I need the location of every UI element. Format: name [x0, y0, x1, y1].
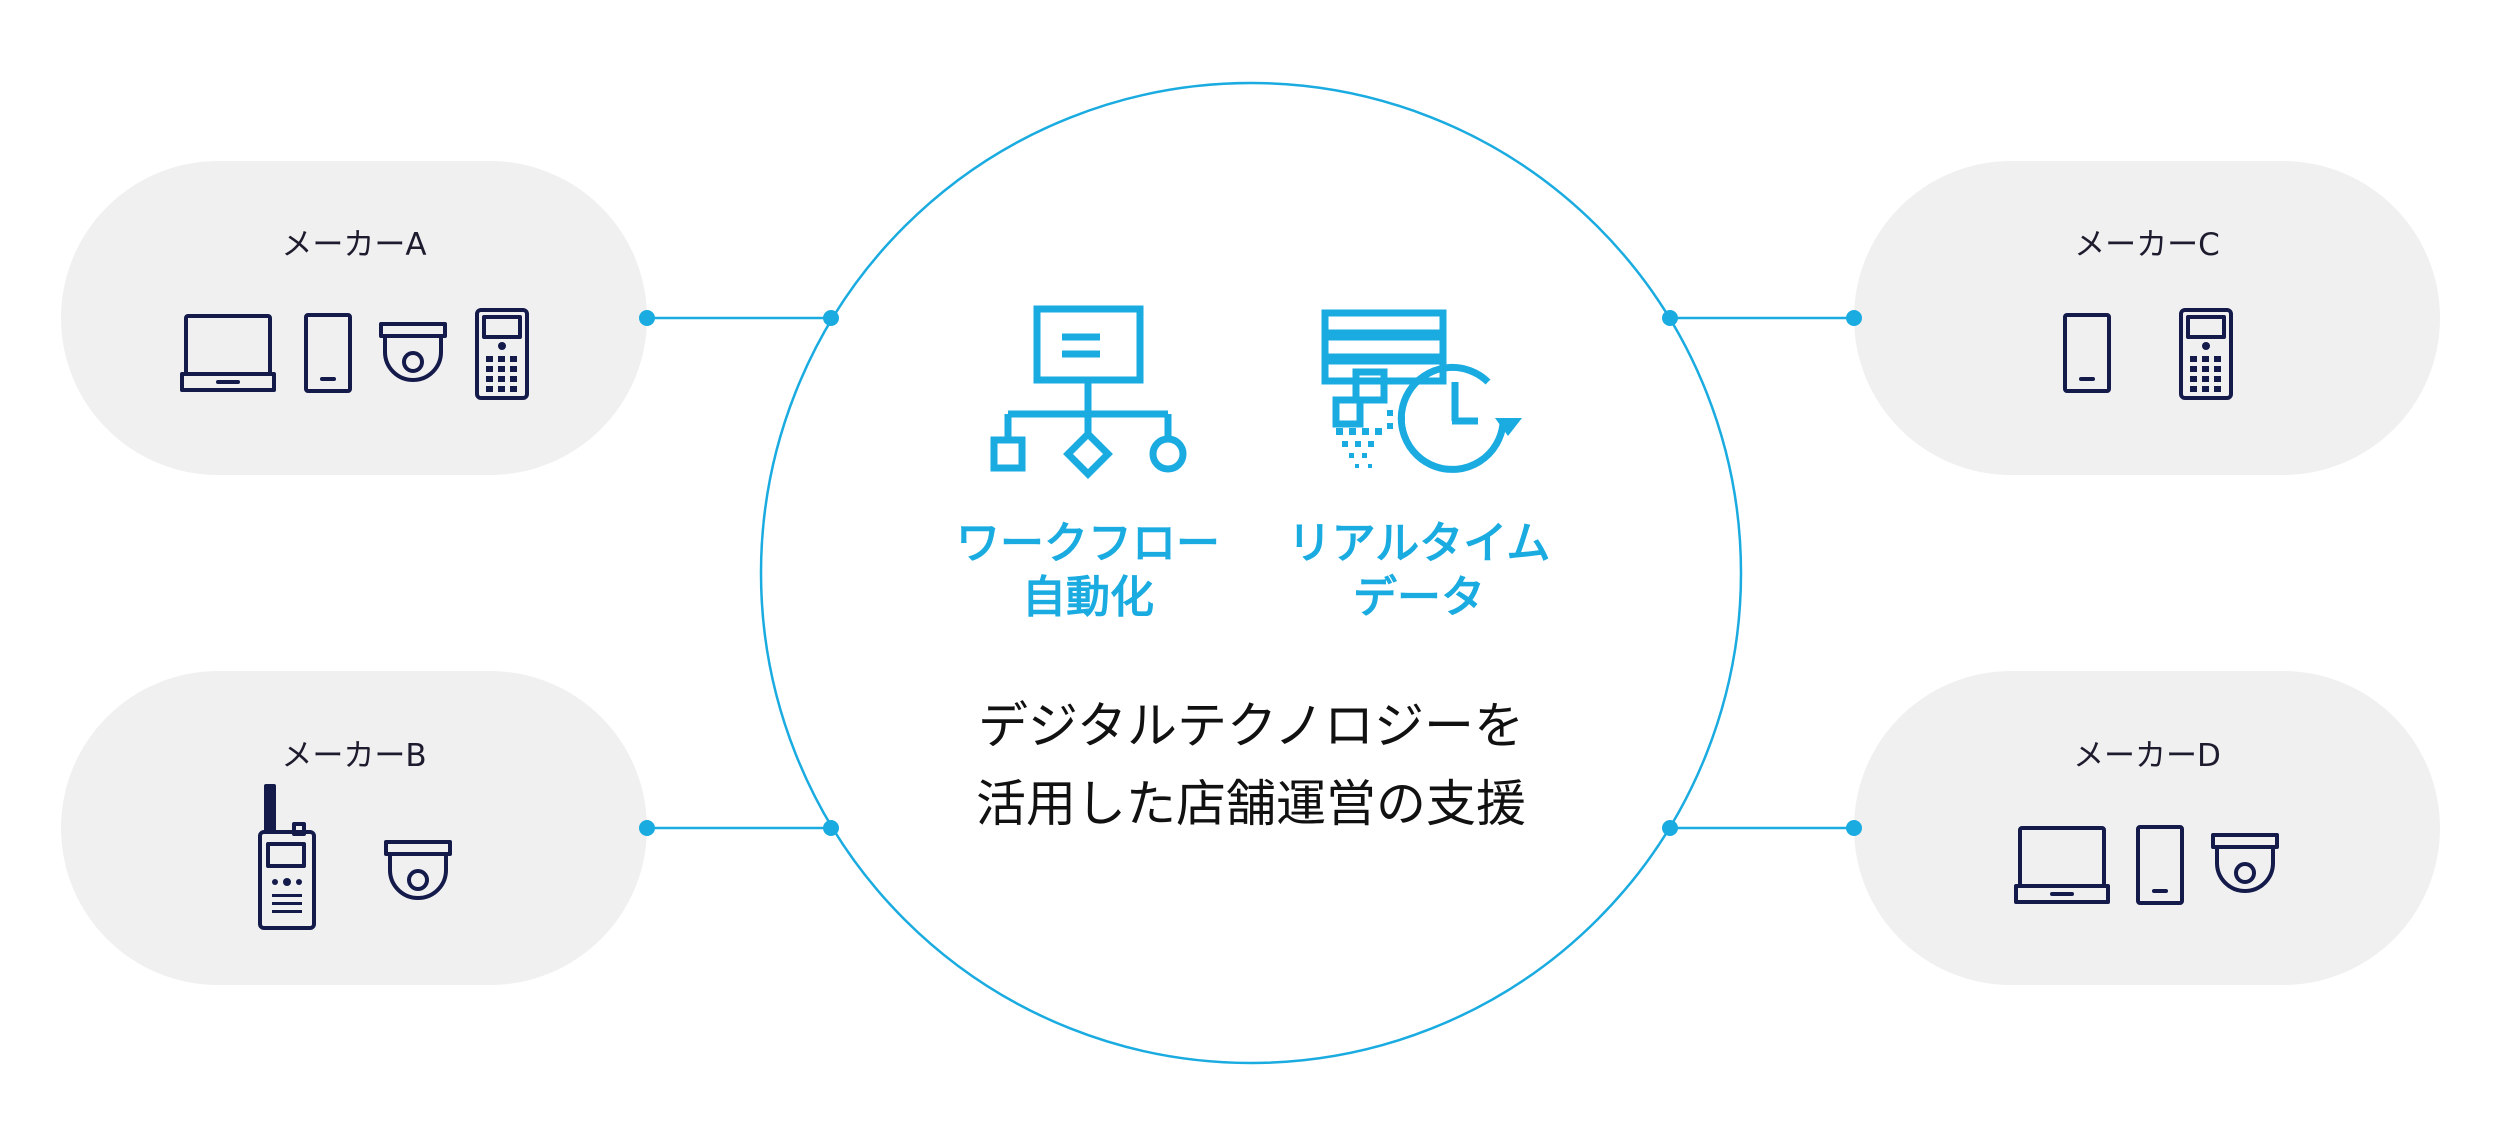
connector-dots [639, 310, 1862, 836]
workflow-icon [990, 305, 1187, 479]
center-text-line1: デジタルテクノロジーを [978, 697, 1524, 755]
maker-pill-a: メーカーA [61, 161, 647, 475]
feature-label-workflow-line1: ワークフロー [956, 518, 1220, 569]
connector-dot [823, 820, 839, 836]
maker-label: メーカーB [281, 738, 426, 774]
connector-dot [1846, 310, 1862, 326]
connector-dot [639, 310, 655, 326]
center-circle [759, 81, 1743, 1065]
maker-pill-b: メーカーB [61, 671, 647, 985]
pill-background [1854, 161, 2440, 475]
maker-pill-c: メーカーC [1854, 161, 2440, 475]
pill-background [61, 161, 647, 475]
connector-dot [1662, 310, 1678, 326]
connector-dot [823, 310, 839, 326]
maker-label: メーカーD [2073, 738, 2221, 774]
maker-label: メーカーA [281, 227, 426, 263]
feature-label-realtime-line2: データ [1353, 572, 1485, 623]
feature-label-workflow-line2: 自動化 [1022, 572, 1154, 623]
connectors [647, 316, 1854, 830]
connector-dot [1846, 820, 1862, 836]
realtime-data-icon [1321, 309, 1522, 473]
pill-background [61, 671, 647, 985]
maker-label: メーカーC [2074, 227, 2220, 263]
connector-dot [1662, 820, 1678, 836]
center-text-line2: 活用した店舗運営の支援 [976, 775, 1526, 833]
feature-label-realtime-line1: リアルタイム [1288, 518, 1551, 569]
connector-dot [639, 820, 655, 836]
maker-pill-d: メーカーD [1854, 671, 2440, 985]
